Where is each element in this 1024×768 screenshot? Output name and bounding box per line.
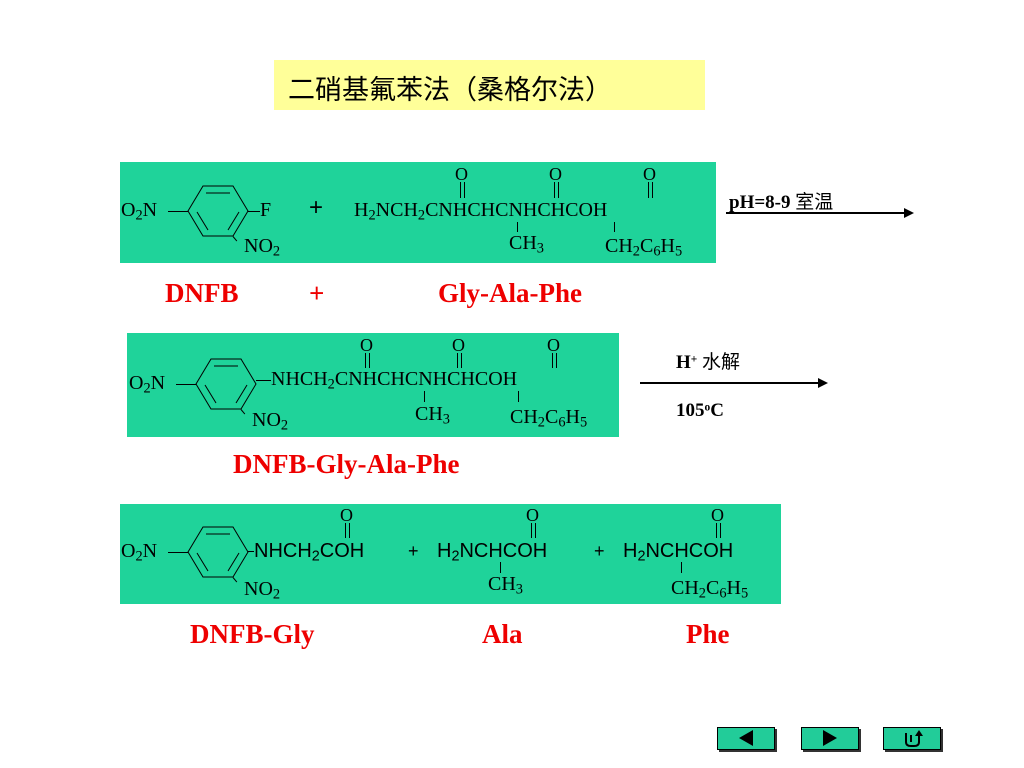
methyl-group: CH3 [509, 232, 544, 257]
condition-hydrolysis-label: H+ 水解 [676, 351, 741, 373]
fluorine-atom: F [260, 199, 272, 221]
nitro-group: NO2 [252, 409, 289, 434]
phenylalanine-formula: H2NCHCOH [623, 540, 734, 565]
carbonyl-o-2: O [549, 164, 562, 184]
prev-slide-button[interactable] [717, 727, 775, 750]
methyl-group: CH3 [488, 573, 523, 598]
carbonyl-o-3: O [711, 505, 724, 525]
next-icon [823, 730, 837, 746]
carbonyl-o-3: O [643, 164, 656, 184]
plus-sign: + [309, 194, 324, 221]
carbonyl-o-2: O [526, 505, 539, 525]
benzene-ring-icon [187, 185, 249, 237]
benzene-ring-icon [195, 358, 257, 410]
arrow-head-icon [904, 208, 914, 218]
benzyl-group: CH2C6H5 [510, 406, 588, 431]
previous-icon [739, 730, 753, 746]
o2n-group: O2N [129, 372, 166, 397]
slide-title: 二硝基氟苯法（桑格尔法） [274, 60, 705, 110]
label-ala: Ala [482, 619, 523, 649]
dnp-glycine-formula: NHCH2COH [254, 540, 365, 565]
benzyl-group: CH2C6H5 [671, 577, 749, 602]
next-slide-button[interactable] [801, 727, 859, 750]
reaction-arrow-2 [640, 382, 820, 384]
return-button[interactable] [883, 727, 941, 750]
reaction-panel-3: O2N NHCH2COH NO2 + H2NCHCOH + H2NCHCOH O… [120, 504, 781, 604]
o2n-group: O2N [121, 199, 158, 224]
label-plus: + [309, 278, 325, 308]
plus-sign-2: + [594, 541, 605, 561]
condition-ph-label: pH=8-9 室温 [729, 191, 834, 213]
reaction-panel-2: O2N NHCH2CNHCHCNHCHCOH NO2 O O O CH3 CH2… [127, 333, 619, 437]
alanine-formula: H2NCHCOH [437, 540, 548, 565]
reaction-panel-1: O2N F NO2 + H2NCH2CNHCHCNHCHCOH O O O CH… [120, 162, 716, 263]
label-dnfb-gly: DNFB-Gly [190, 619, 315, 649]
nitro-group: NO2 [244, 235, 281, 260]
o2n-group: O2N [121, 540, 158, 565]
label-dnfb-gly-ala-phe: DNFB-Gly-Ala-Phe [233, 449, 460, 479]
label-phe: Phe [686, 619, 730, 649]
condition-temperature-label: 105oC [676, 400, 724, 421]
dnp-peptide-chain: NHCH2CNHCHCNHCHCOH [271, 368, 518, 393]
reaction-arrow-1 [726, 212, 906, 214]
label-gly-ala-phe: Gly-Ala-Phe [438, 278, 582, 308]
carbonyl-o-2: O [452, 335, 465, 355]
label-dnfb: DNFB [165, 278, 239, 308]
arrow-head-icon [818, 378, 828, 388]
carbonyl-o-1: O [340, 505, 353, 525]
gly-ala-phe-formula: H2NCH2CNHCHCNHCHCOH [354, 199, 608, 224]
return-icon [905, 730, 923, 747]
carbonyl-o-1: O [360, 335, 373, 355]
benzyl-group: CH2C6H5 [605, 235, 683, 260]
methyl-group: CH3 [415, 403, 450, 428]
plus-sign-1: + [408, 541, 419, 561]
carbonyl-o-3: O [547, 335, 560, 355]
carbonyl-o-1: O [455, 164, 468, 184]
nitro-group: NO2 [244, 578, 281, 603]
benzene-ring-icon [187, 526, 249, 578]
